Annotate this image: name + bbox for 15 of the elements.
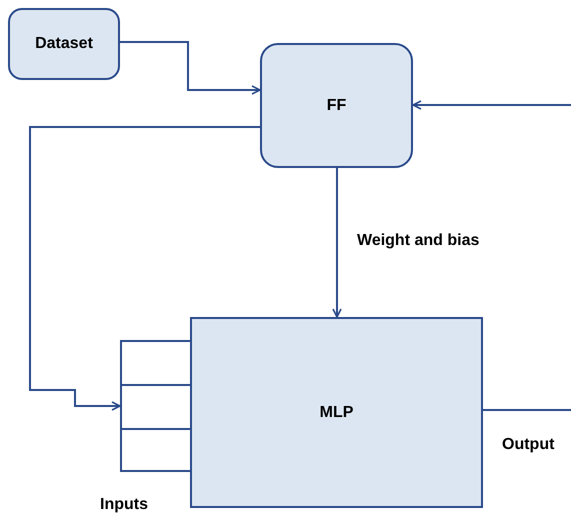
edge-label: Output xyxy=(500,436,556,454)
node-label: MLP xyxy=(320,404,354,422)
arrow xyxy=(412,100,571,110)
input-slots xyxy=(120,340,190,472)
arrow xyxy=(332,168,342,318)
node-label: Dataset xyxy=(35,35,93,53)
process-box xyxy=(260,43,413,168)
data-box xyxy=(8,8,120,80)
input-label: Inputs xyxy=(98,496,150,514)
process-box xyxy=(190,317,483,508)
edge-label: Weight and bias xyxy=(355,232,482,250)
arrow xyxy=(120,41,261,95)
connector-line xyxy=(483,409,571,411)
node-label: FF xyxy=(326,96,346,114)
arrow xyxy=(29,126,260,411)
